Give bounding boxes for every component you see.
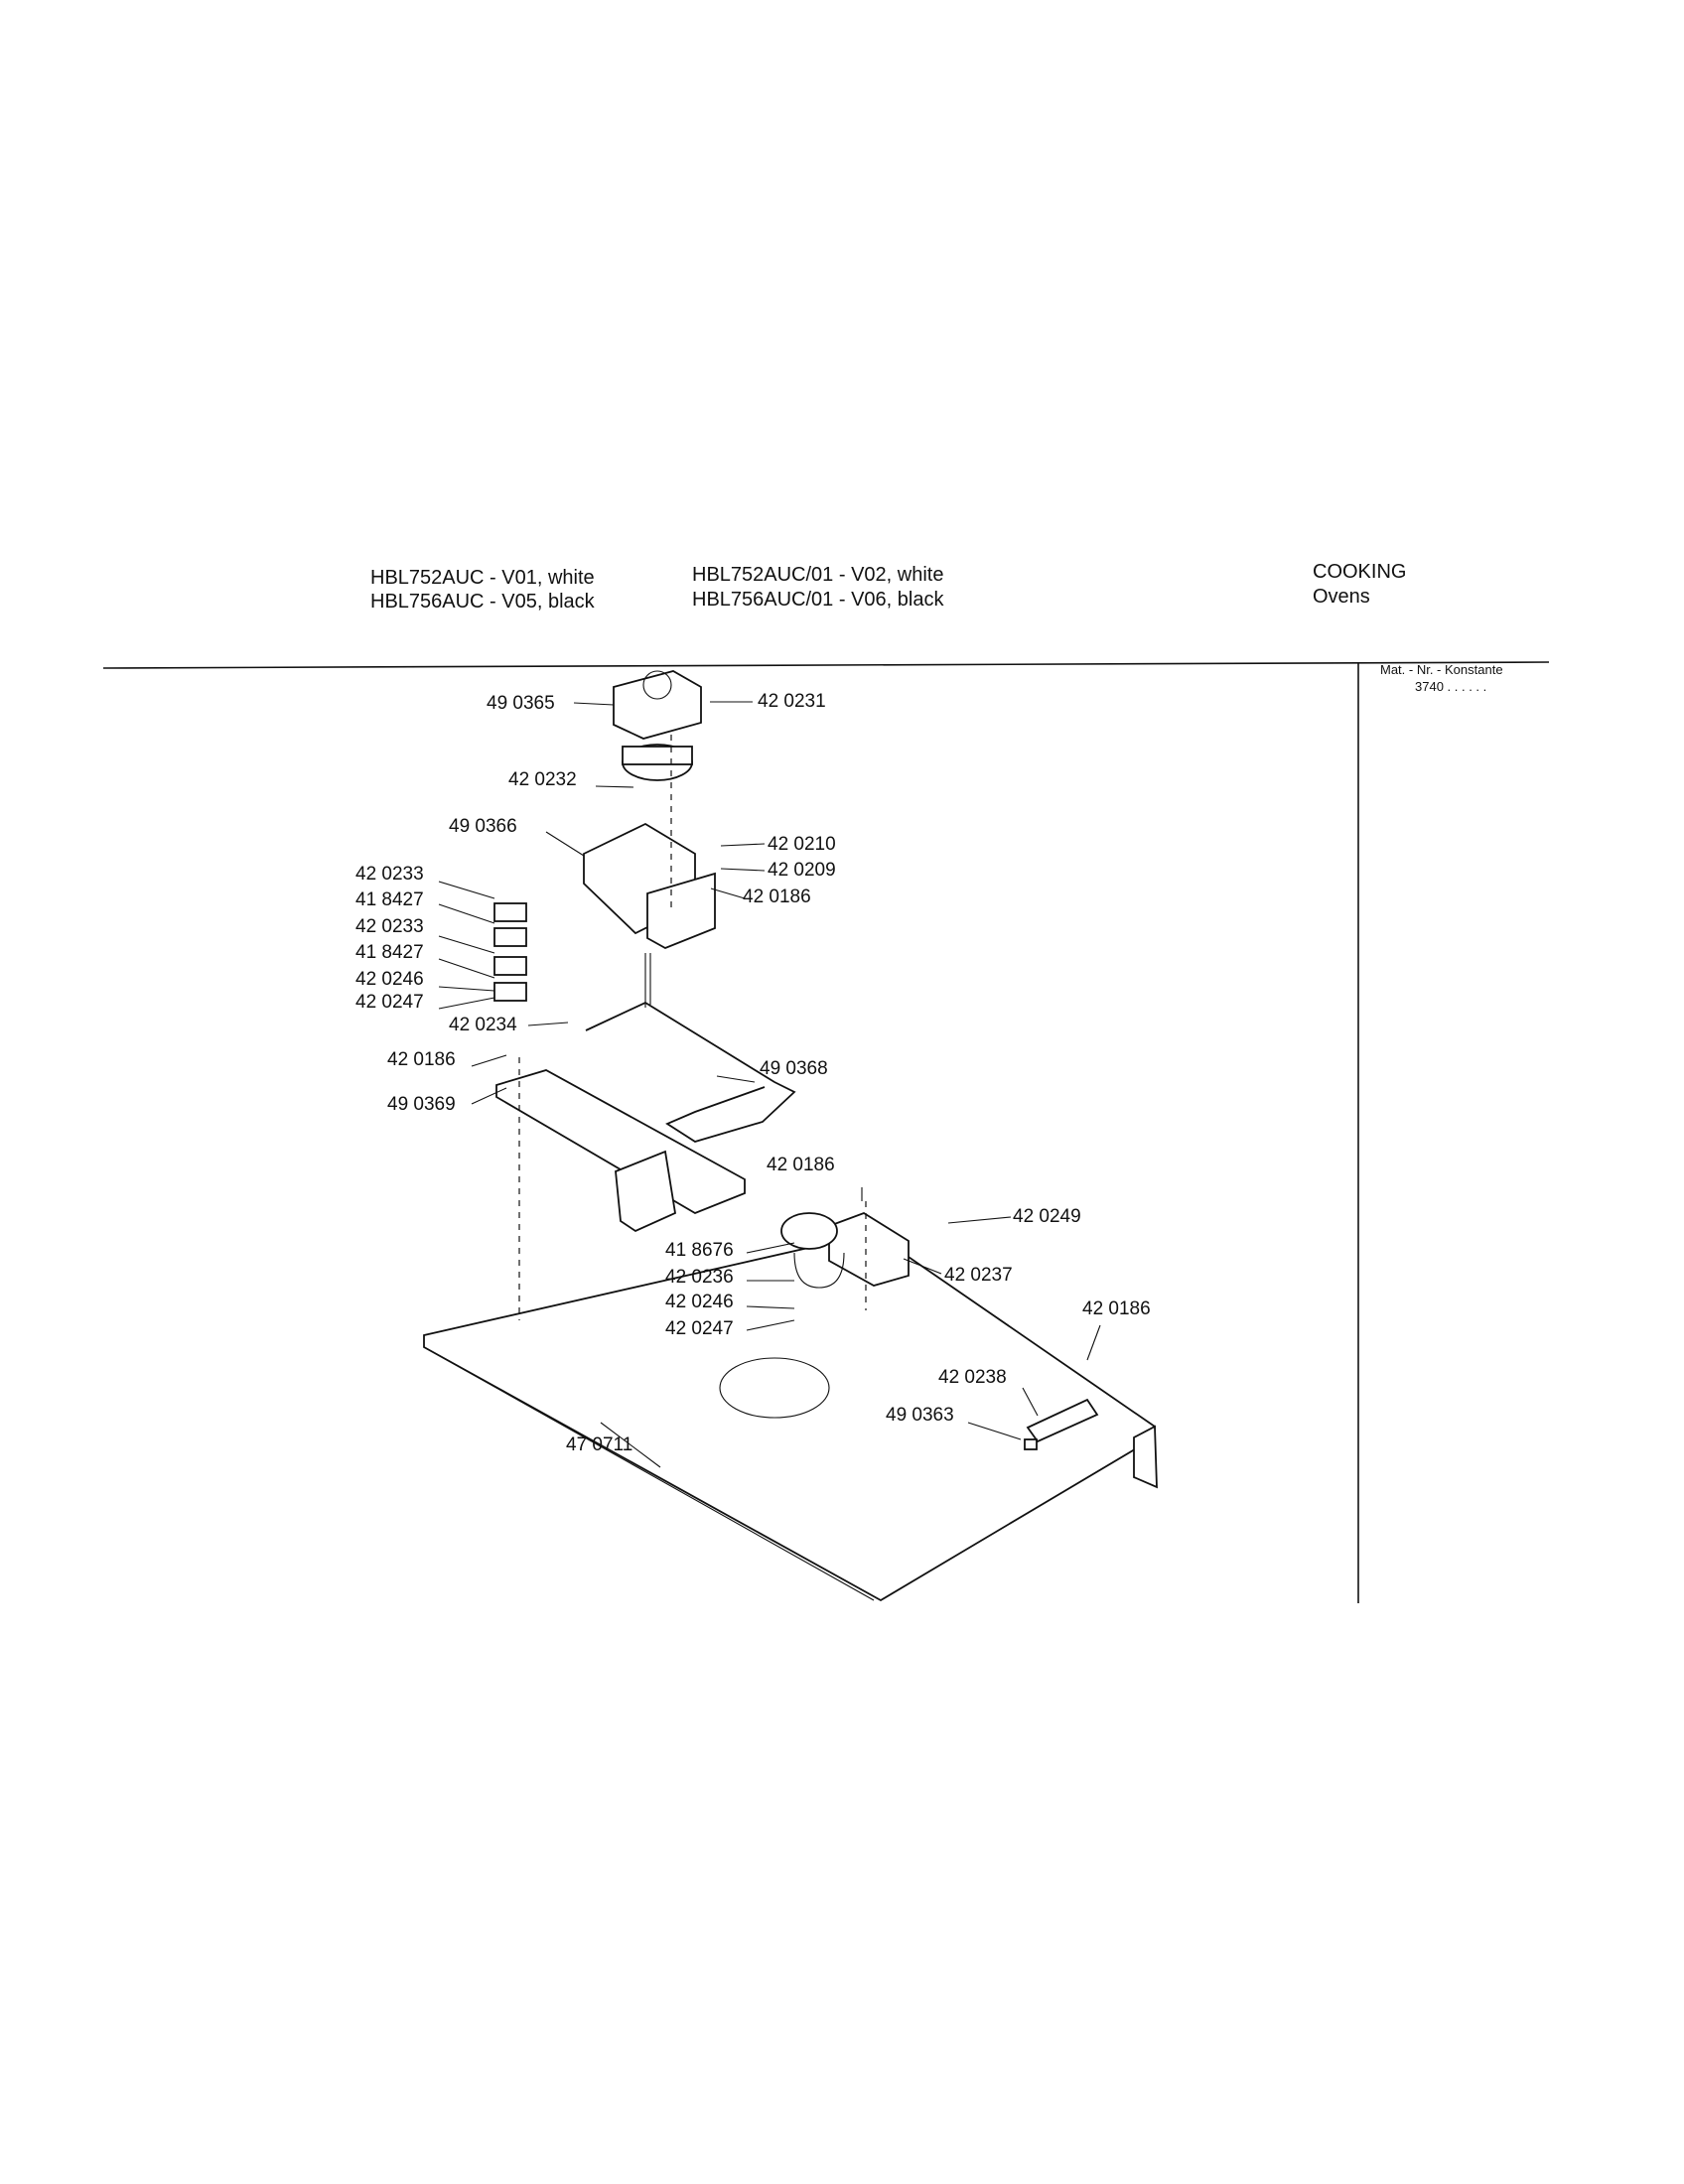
callout-490363: 49 0363 [886, 1405, 954, 1426]
callout-490365: 49 0365 [487, 693, 555, 714]
callout-420233-a: 42 0233 [355, 864, 424, 885]
callout-420210: 42 0210 [768, 834, 836, 855]
callout-418427-a: 41 8427 [355, 889, 424, 910]
model-line-3: HBL752AUC/01 - V02, white [692, 564, 944, 586]
microswitch-assembly [780, 1212, 910, 1289]
callout-420247-b: 42 0247 [665, 1318, 734, 1339]
callout-420232: 42 0232 [508, 769, 577, 790]
mat-nr-label: Mat. - Nr. - Konstante [1380, 662, 1503, 677]
callout-420246-a: 42 0246 [355, 969, 424, 990]
callout-418427-b: 41 8427 [355, 942, 424, 963]
callout-420234: 42 0234 [449, 1015, 517, 1035]
callout-420186-b: 42 0186 [387, 1049, 456, 1070]
leader-lines [438, 701, 1101, 1468]
header-rule [102, 661, 1550, 669]
category-title: COOKING [1313, 561, 1407, 583]
latch-slide [495, 1069, 746, 1233]
timer-motor [613, 670, 702, 781]
callout-420209: 42 0209 [768, 860, 836, 881]
callout-420186-c: 42 0186 [767, 1155, 835, 1175]
mat-nr-value: 3740 . . . . . . [1415, 679, 1487, 694]
callout-420233-b: 42 0233 [355, 916, 424, 937]
subcategory-title: Ovens [1313, 586, 1370, 608]
callout-420237: 42 0237 [944, 1265, 1013, 1286]
callout-420238: 42 0238 [938, 1367, 1007, 1388]
callout-490369: 49 0369 [387, 1094, 456, 1115]
callout-418676: 41 8676 [665, 1240, 734, 1261]
door-lock-lever [585, 953, 796, 1143]
model-line-2: HBL756AUC - V05, black [370, 591, 595, 613]
callout-420186-d: 42 0186 [1082, 1298, 1151, 1319]
motor-bracket [583, 822, 716, 949]
callout-420236: 42 0236 [665, 1267, 734, 1288]
switch-stack [493, 902, 527, 1002]
model-line-4: HBL756AUC/01 - V06, black [692, 589, 944, 611]
guide-rail [1024, 1398, 1099, 1450]
callout-420247-a: 42 0247 [355, 992, 424, 1013]
callout-420186-a: 42 0186 [743, 887, 811, 907]
base-plate [423, 1232, 1158, 1602]
callout-490368: 49 0368 [760, 1058, 828, 1079]
callout-420249: 42 0249 [1013, 1206, 1081, 1227]
model-line-1: HBL752AUC - V01, white [370, 567, 595, 589]
callout-490366: 49 0366 [449, 816, 517, 837]
callout-420231: 42 0231 [758, 691, 826, 712]
callout-470711: 47 0711 [566, 1434, 632, 1455]
callout-420246-b: 42 0246 [665, 1292, 734, 1312]
